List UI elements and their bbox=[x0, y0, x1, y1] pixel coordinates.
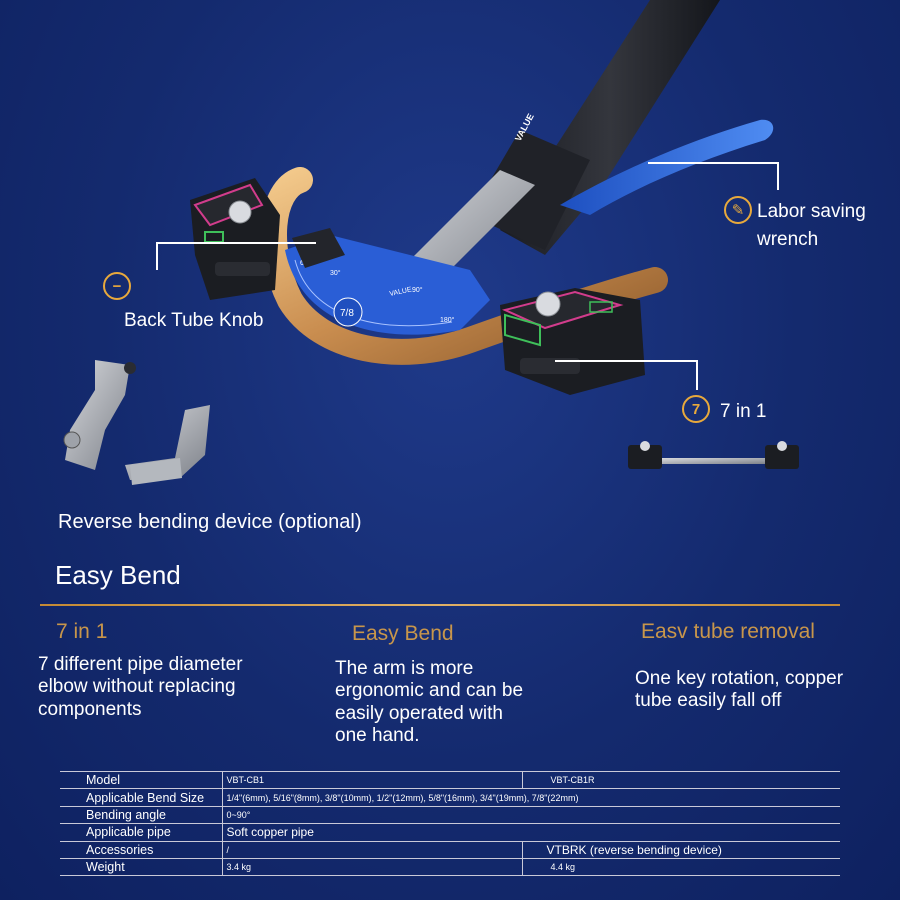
section-headline: Easy Bend bbox=[55, 560, 181, 590]
spec-table: Model VBT-CB1 VBT-CB1R Applicable Bend S… bbox=[60, 770, 840, 877]
feature-title-3: Easv tube removal bbox=[641, 620, 815, 643]
feature-1-line-2: elbow without replacing bbox=[38, 676, 236, 698]
feature-column-1: 7 in 1 7 different pipe diameter elbow w… bbox=[38, 620, 318, 721]
spec-label-model: Model bbox=[60, 770, 222, 790]
main-handle: VALUE bbox=[470, 0, 720, 255]
spec-label-bending-angle: Bending angle bbox=[60, 805, 222, 825]
feature-title-1: 7 in 1 bbox=[56, 620, 108, 643]
spec-weight-cb1r: 4.4 kg bbox=[521, 857, 840, 877]
spec-model-cb1r: VBT-CB1R bbox=[521, 770, 840, 790]
feature-column-2: Easy Bend The arm is more ergonomic and … bbox=[335, 622, 595, 748]
knob-callout-line-h bbox=[156, 242, 316, 244]
spec-label-weight: Weight bbox=[60, 857, 222, 877]
wrench-callout-label: Labor saving wrench bbox=[757, 198, 866, 253]
feature-column-3: Easv tube removal One key rotation, copp… bbox=[635, 620, 890, 713]
reverse-bending-device bbox=[63, 360, 210, 485]
dial-degree-180: 180° bbox=[440, 316, 455, 324]
feature-title-2: Easy Bend bbox=[352, 622, 454, 645]
table-row: Applicable Bend Size 1/4"(6mm), 5/16"(8m… bbox=[60, 788, 840, 807]
feature-1-line-3: components bbox=[38, 698, 142, 720]
blue-wrench bbox=[560, 119, 774, 215]
feature-2-line-2: ergonomic and can be bbox=[335, 680, 524, 702]
spec-weight-cb1: 3.4 kg bbox=[221, 857, 522, 877]
feature-2-line-4: one hand. bbox=[335, 725, 420, 747]
table-row: Weight 3.4 kg 4.4 kg bbox=[60, 857, 840, 877]
table-row: Model VBT-CB1 VBT-CB1R bbox=[60, 770, 840, 790]
back-tube-knob bbox=[292, 228, 345, 268]
wrench-label-line2: wrench bbox=[757, 228, 819, 250]
wrench-callout-icon: ✎ bbox=[724, 196, 752, 224]
left-clamp bbox=[190, 178, 280, 300]
right-clamp bbox=[500, 288, 645, 395]
feature-body-3: One key rotation, copper tube easily fal… bbox=[635, 668, 890, 713]
feature-1-line-1: 7 different pipe diameter bbox=[38, 654, 243, 675]
spec-applicable-pipe-value: Soft copper pipe bbox=[221, 823, 840, 842]
seven-callout-icon: 7 bbox=[682, 395, 710, 423]
feature-2-line-1: The arm is more bbox=[335, 658, 474, 679]
feature-body-2: The arm is more ergonomic and can be eas… bbox=[335, 658, 595, 748]
seven-callout-label: 7 in 1 bbox=[720, 401, 767, 422]
spec-label-applicable-pipe: Applicable pipe bbox=[60, 823, 222, 842]
spec-bend-size-value: 1/4"(6mm), 5/16"(8mm), 3/8"(10mm), 1/2"(… bbox=[221, 788, 840, 807]
table-row: Bending angle 0~90° bbox=[60, 805, 840, 825]
knob-callout-label: Back Tube Knob bbox=[124, 310, 264, 331]
spec-bending-angle-value: 0~90° bbox=[221, 805, 840, 825]
spec-accessories-cb1r: VTBRK (reverse bending device) bbox=[521, 840, 840, 859]
feature-3-line-2: tube easily fall off bbox=[635, 690, 782, 712]
spec-accessories-cb1: / bbox=[221, 840, 522, 859]
knob-callout-line-v bbox=[156, 242, 158, 270]
gold-divider bbox=[40, 604, 840, 606]
table-row: Applicable pipe Soft copper pipe bbox=[60, 823, 840, 842]
wrench-label-line1: Labor saving bbox=[757, 201, 866, 222]
feature-3-line-1: One key rotation, copper bbox=[635, 668, 844, 689]
dial-degree-30: 30° bbox=[330, 269, 341, 277]
wrench-callout-line-h bbox=[648, 162, 778, 164]
spec-model-cb1: VBT-CB1 bbox=[221, 770, 522, 790]
minus-circle-icon: − bbox=[103, 272, 131, 300]
seven-callout-line-v bbox=[696, 360, 698, 390]
seven-callout-line-h bbox=[555, 360, 697, 362]
feature-2-line-3: easily operated with bbox=[335, 702, 503, 724]
dial-size-mark: 7/8 bbox=[340, 308, 354, 319]
pipe-bender-illustration: VALUE 7/8 VALUE 30° 60° 90° 180° bbox=[63, 0, 799, 485]
dial-brand-text: VALUE bbox=[389, 286, 413, 298]
reverse-device-label: Reverse bending device (optional) bbox=[58, 511, 362, 533]
spec-label-bend-size: Applicable Bend Size bbox=[60, 788, 222, 807]
dial-degree-90: 90° bbox=[412, 286, 423, 294]
table-row: Accessories / VTBRK (reverse bending dev… bbox=[60, 840, 840, 859]
seven-in-one-accessory bbox=[628, 441, 799, 469]
spec-label-accessories: Accessories bbox=[60, 840, 222, 859]
wrench-callout-line-v bbox=[777, 162, 779, 190]
feature-body-1: 7 different pipe diameter elbow without … bbox=[38, 654, 318, 721]
